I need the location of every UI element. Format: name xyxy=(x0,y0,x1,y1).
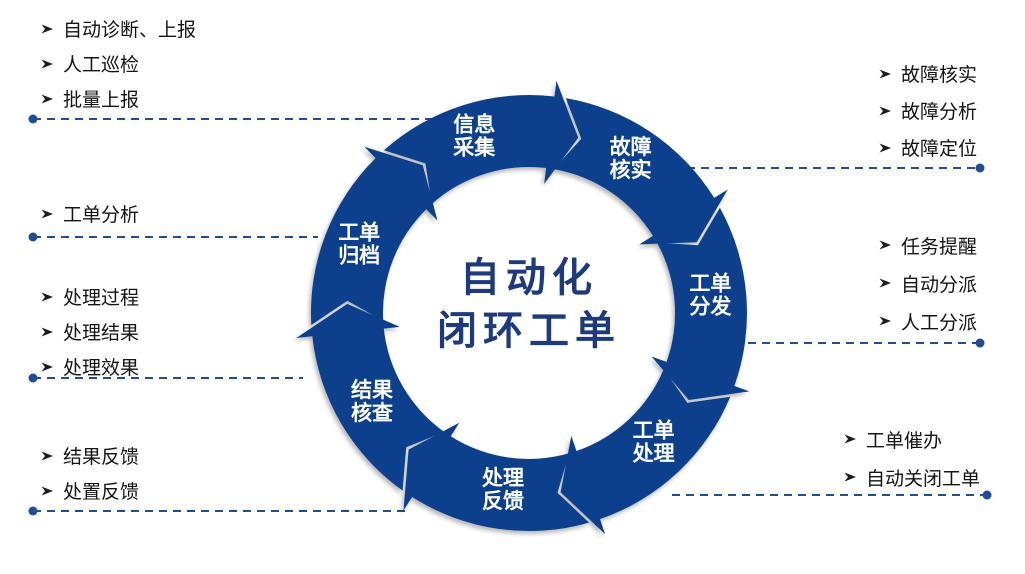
list-item-label: 自动分派 xyxy=(901,274,978,296)
ring-segment-label-5: 处理反馈 xyxy=(481,467,524,513)
ring-segment-7 xyxy=(310,146,438,325)
list-item-label: 故障分析 xyxy=(901,102,978,123)
arrow-bullet-icon xyxy=(844,434,856,444)
bullet-group-process: 处理过程处理结果处理效果 xyxy=(40,279,139,384)
connector-endpoint-dot xyxy=(975,338,985,348)
list-item-label: 自动关闭工单 xyxy=(866,468,981,490)
arrow-bullet-icon xyxy=(41,327,53,336)
list-item: 故障定位 xyxy=(878,129,977,166)
list-item: 工单催办 xyxy=(843,420,980,458)
bullet-group-analysis: 工单分析 xyxy=(40,196,139,231)
list-item-label: 处理过程 xyxy=(63,288,140,309)
list-item: 处置反馈 xyxy=(40,473,139,508)
connector-endpoint-dot xyxy=(28,506,38,516)
list-item: 工单分析 xyxy=(40,196,139,231)
arrow-bullet-icon xyxy=(879,316,891,326)
list-item: 人工分派 xyxy=(878,302,977,340)
list-item-label: 工单分析 xyxy=(63,205,140,226)
list-item-label: 人工分派 xyxy=(901,312,978,334)
arrow-bullet-icon xyxy=(41,59,53,68)
list-item-label: 工单催办 xyxy=(866,430,943,452)
center-title-line2: 闭环工单 xyxy=(437,309,621,353)
ring-segment-5 xyxy=(403,422,590,532)
list-item: 批量上报 xyxy=(40,81,196,116)
list-item-label: 任务提醒 xyxy=(901,236,978,258)
arrow-bullet-icon xyxy=(41,292,53,301)
connector-endpoint-dot xyxy=(28,232,38,242)
arrow-bullet-icon xyxy=(41,451,53,460)
list-item: 处理效果 xyxy=(40,349,139,384)
ring-segment-label-3: 工单分发 xyxy=(689,271,732,318)
list-item-label: 处置反馈 xyxy=(63,482,140,503)
arrow-bullet-icon xyxy=(879,240,891,250)
list-item: 自动诊断、上报 xyxy=(40,11,196,46)
arrow-bullet-icon xyxy=(879,143,891,152)
list-item-label: 批量上报 xyxy=(63,90,140,111)
center-title: 自动化 闭环工单 xyxy=(437,252,621,358)
connector-endpoint-dot xyxy=(975,163,985,173)
list-item-label: 自动诊断、上报 xyxy=(63,20,197,41)
ring-segment-6 xyxy=(296,303,445,491)
arrow-bullet-icon xyxy=(844,472,856,482)
list-item-label: 人工巡检 xyxy=(63,55,140,76)
list-item: 处理结果 xyxy=(40,314,139,349)
list-item-label: 处理结果 xyxy=(63,323,140,344)
arrow-bullet-icon xyxy=(41,94,53,103)
ring-segment-3 xyxy=(651,207,750,400)
bullet-group-dispatch: 任务提醒自动分派人工分派 xyxy=(878,226,977,340)
list-item: 人工巡检 xyxy=(40,46,196,81)
list-item: 自动分派 xyxy=(878,264,977,302)
bullet-group-feedback: 结果反馈处置反馈 xyxy=(40,438,139,508)
ring-segment-label-4: 工单处理 xyxy=(632,419,675,466)
list-item: 结果反馈 xyxy=(40,438,139,473)
arrow-bullet-icon xyxy=(879,69,891,78)
ring-segment-1 xyxy=(383,80,579,204)
ring-segment-4 xyxy=(560,369,731,535)
bullet-group-fault: 故障核实故障分析故障定位 xyxy=(878,55,977,166)
arrow-bullet-icon xyxy=(41,24,53,33)
list-item: 故障核实 xyxy=(878,55,977,92)
arrow-bullet-icon xyxy=(879,278,891,288)
arrow-bullet-icon xyxy=(41,209,53,218)
list-item-label: 故障核实 xyxy=(901,65,978,86)
connector-endpoint-dot xyxy=(28,114,38,124)
arrow-bullet-icon xyxy=(41,486,53,495)
list-item: 故障分析 xyxy=(878,92,977,129)
center-title-line1: 自动化 xyxy=(460,256,598,300)
list-item-label: 故障定位 xyxy=(901,139,978,160)
connector-endpoint-dot xyxy=(28,373,38,383)
arrow-bullet-icon xyxy=(879,106,891,115)
ring-segment-label-7: 工单归档 xyxy=(338,221,380,268)
bullet-group-report: 自动诊断、上报人工巡检批量上报 xyxy=(40,11,196,116)
bullet-group-close: 工单催办自动关闭工单 xyxy=(843,420,980,496)
arrow-bullet-icon xyxy=(41,362,53,371)
list-item: 处理过程 xyxy=(40,279,139,314)
list-item: 自动关闭工单 xyxy=(843,458,980,496)
ring-segment-label-6: 结果核查 xyxy=(351,379,393,425)
ring-segment-label-1: 信息采集 xyxy=(453,112,496,159)
ring-segment-2 xyxy=(553,98,728,245)
list-item-label: 处理效果 xyxy=(63,358,140,379)
connector-endpoint-dot xyxy=(982,490,992,500)
ring-segment-label-2: 故障核实 xyxy=(610,135,652,182)
list-item-label: 结果反馈 xyxy=(63,447,140,468)
list-item: 任务提醒 xyxy=(878,226,977,264)
